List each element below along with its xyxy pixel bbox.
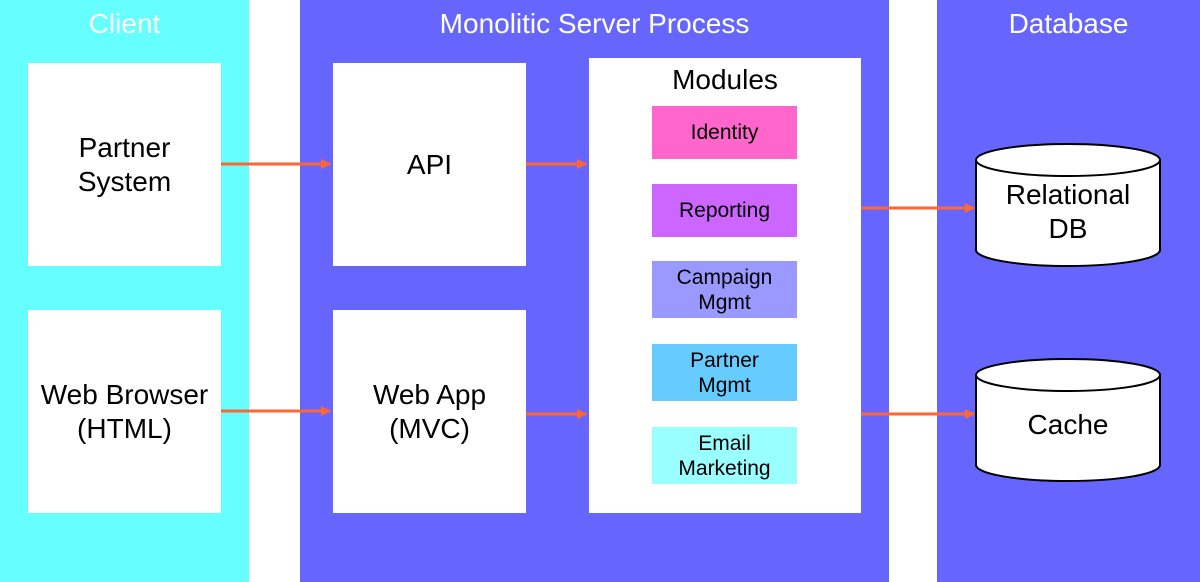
module-campaign-mgmt: Campaign Mgmt xyxy=(652,261,797,318)
database-panel-title: Database xyxy=(1008,8,1129,39)
web-browser-box: Web Browser (HTML) xyxy=(28,310,221,513)
web-app-box: Web App (MVC) xyxy=(333,310,526,513)
partner-system-box: Partner System xyxy=(28,63,221,266)
relational-db-label: Relational DB xyxy=(1005,179,1131,244)
api-box: API xyxy=(333,63,526,266)
module-email-marketing: Email Marketing xyxy=(652,427,797,484)
modules-panel: Modules Identity Reporting Campaign Mgmt… xyxy=(589,58,861,513)
database-panel: Database xyxy=(937,0,1200,582)
cache-label: Cache xyxy=(1027,409,1109,440)
modules-title: Modules xyxy=(672,64,778,95)
server-panel-title: Monolitic Server Process xyxy=(439,8,750,39)
client-panel-title: Client xyxy=(88,8,161,39)
module-partner-mgmt: Partner Mgmt xyxy=(652,344,797,401)
module-identity: Identity xyxy=(652,106,797,159)
module-reporting: Reporting xyxy=(652,184,797,237)
